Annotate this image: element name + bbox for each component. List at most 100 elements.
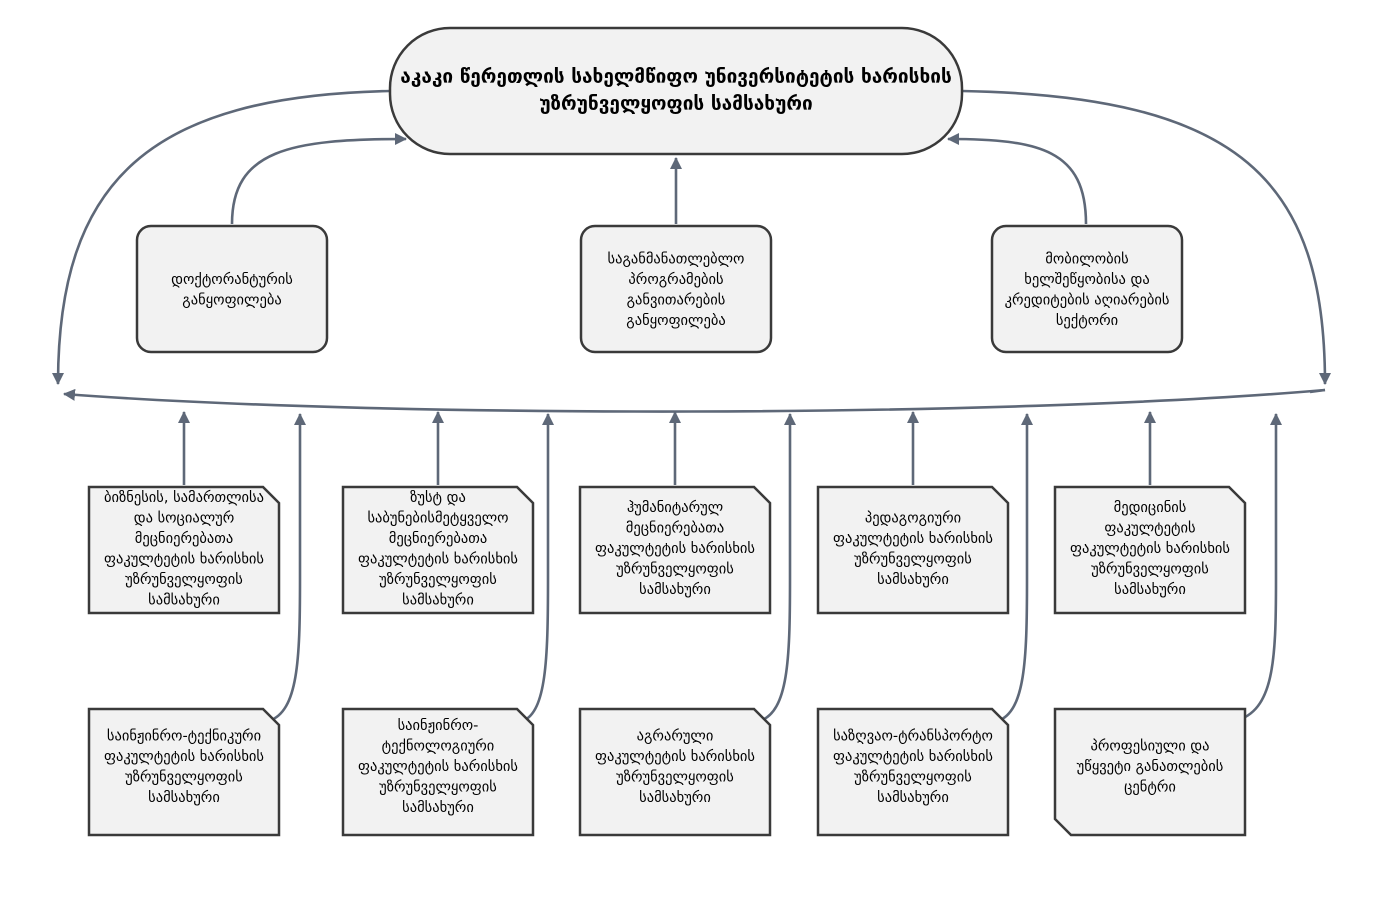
label-line: სამსახური [877, 571, 949, 588]
faculty-label: ჰუმანიტარულ მეცნიერებათა ფაკულტეტის ხარისხ… [595, 499, 755, 598]
main-collector-bus [63, 388, 1326, 413]
label-line: მეცნიერებათა [389, 530, 487, 547]
faculty-label: პროფესიული და უწყვეტი განათლების ცენტრი [1077, 738, 1224, 796]
label-line: მეცნიერებათა [135, 530, 233, 547]
label-line: სამსახური [877, 789, 949, 806]
faculty-node-vocational: პროფესიული და უწყვეტი განათლების ცენტრი [1053, 707, 1247, 837]
faculty-label: საზღვაო-ტრანსპორტო ფაკულტეტის ხარისხის უზრ… [833, 727, 993, 806]
label-line: უზრუნველყოფის [1091, 561, 1209, 578]
edge-doctoral-to-root [230, 133, 407, 225]
label-line: განყოფილება [626, 313, 725, 329]
label-line: და სოციალურ [134, 509, 235, 526]
label-line: საბუნებისმეტყველო [367, 510, 508, 526]
label-line: ფაკულტეტის ხარისხის [595, 748, 755, 765]
faculty-node-humanities: ჰუმანიტარულ მეცნიერებათა ფაკულტეტის ხარისხ… [578, 485, 772, 615]
faculty-label: მედიცინის ფაკულტეტის ფაკულტეტის ხარისხის უზ… [1070, 500, 1230, 598]
sector-node-programs: საგანმანათლებლო პროგრამების განვითარების გა… [579, 224, 773, 354]
label-line: ზუსტ და [410, 490, 466, 506]
edge-row2-3-to-bus [997, 413, 1033, 723]
label-line: სამსახური [148, 591, 220, 608]
connectors [52, 89, 1331, 723]
sector-node-doctoral: დოქტორანტურის განყოფილება [135, 224, 329, 354]
label-line: განყოფილება [182, 292, 281, 308]
faculty-label: ზუსტ და საბუნებისმეტყველო მეცნიერებათა ფაკუ… [358, 490, 518, 609]
edge-row2-2-to-bus [759, 413, 796, 723]
label-line: მედიცინის [1114, 500, 1187, 516]
label-line: საინჟინრო- [398, 717, 479, 734]
label-line: ფაკულტეტის ხარისხის [104, 748, 264, 765]
label-line: უზრუნველყოფის [379, 779, 497, 796]
label-line: სამსახური [639, 581, 711, 598]
edge-root-to-bus-right [961, 89, 1331, 385]
faculty-node-pedagogical: პედაგოგიური ფაკულტეტის ხარისხის უზრუნველყო… [816, 485, 1010, 615]
faculty-node-maritime: საზღვაო-ტრანსპორტო ფაკულტეტის ხარისხის უზრ… [816, 707, 1010, 837]
label-line: განვითარების [627, 291, 726, 308]
faculty-node-agrarian: აგრარული ფაკულტეტის ხარისხის უზრუნველყოფის… [578, 707, 772, 837]
label-line: ფაკულტეტის ხარისხის [358, 550, 518, 567]
faculty-node-exact: ზუსტ და საბუნებისმეტყველო მეცნიერებათა ფაკუ… [341, 485, 535, 615]
faculty-label: საინჟინრო-ტექნიკური ფაკულტეტის ხარისხის უზ… [104, 727, 264, 806]
label-line: ხელშეწყობისა და [1024, 272, 1149, 288]
label-line: უზრუნველყოფის სამსახური [539, 93, 812, 115]
label-line: სამსახური [1114, 581, 1186, 598]
edge-row2-1-to-bus [522, 413, 554, 723]
label-line: უზრუნველყოფის [854, 550, 972, 567]
label-line: სამსახური [402, 591, 474, 608]
label-line: უზრუნველყოფის [616, 768, 734, 785]
label-line: სამსახური [402, 799, 474, 816]
label-line: დოქტორანტურის [171, 271, 293, 288]
label-line: ფაკულტეტის ხარისხის [595, 540, 755, 557]
sector-label: საგანმანათლებლო პროგრამების განვითარების გა… [608, 251, 745, 329]
label-line: სექტორი [1056, 312, 1118, 329]
label-line: ფაკულტეტის ხარისხის [358, 758, 518, 775]
label-line: უზრუნველყოფის [616, 561, 734, 578]
label-line: მობილობის [1045, 251, 1128, 267]
label-line: ფაკულტეტის ხარისხის [1070, 540, 1230, 557]
root-node: აკაკი წერეთლის სახელმწიფო უნივერსიტეტის … [388, 26, 964, 156]
sector-node-mobility: მობილობის ხელშეწყობისა და კრედიტების აღიარ… [990, 224, 1184, 354]
faculty-node-medicine: მედიცინის ფაკულტეტის ფაკულტეტის ხარისხის უზ… [1053, 485, 1247, 615]
edge-root-to-bus-left [52, 89, 391, 385]
label-line: საგანმანათლებლო [608, 251, 745, 267]
label-line: ცენტრი [1124, 779, 1176, 796]
label-line: ფაკულტეტის [1104, 521, 1195, 537]
label-line: აგრარული [637, 727, 714, 744]
label-line: კრედიტების აღიარების [1005, 291, 1170, 308]
label-line: უზრუნველყოფის [854, 768, 972, 785]
label-line: საზღვაო-ტრანსპორტო [833, 727, 993, 744]
label-line: უზრუნველყოფის [125, 768, 243, 785]
label-line: ფაკულტეტის ხარისხის [833, 530, 993, 547]
nodes: დოქტორანტურის განყოფილება საგანმანათლებლო პ… [87, 224, 1247, 837]
root-label: აკაკი წერეთლის სახელმწიფო უნივერსიტეტის … [400, 66, 952, 115]
label-line: მეცნიერებათა [626, 520, 724, 537]
faculty-node-business: ბიზნესის, სამართლისა და სოციალურ მეცნიერებ… [87, 485, 281, 615]
edge-mobility-to-root [947, 133, 1088, 225]
faculty-label: საინჟინრო-ტექნოლოგიური ფაკულტეტის ხარისხი… [358, 717, 518, 816]
bus-right-cap [1309, 388, 1326, 394]
label-line: ბიზნესის, სამართლისა [104, 489, 264, 506]
label-line: პროგრამების [628, 271, 723, 288]
label-line: საინჟინრო-ტექნიკური [107, 727, 261, 744]
sector-label: დოქტორანტურის განყოფილება [171, 271, 293, 309]
edge-row2-0-to-bus [268, 413, 306, 723]
faculty-label: პედაგოგიური ფაკულტეტის ხარისხის უზრუნველყო… [833, 509, 993, 588]
edge-row2-4-to-bus [1234, 413, 1282, 723]
label-line: სამსახური [639, 789, 711, 806]
label-line: უზრუნველყოფის [379, 571, 497, 588]
sector-label: მობილობის ხელშეწყობისა და კრედიტების აღიარ… [1005, 251, 1170, 329]
label-line: უწყვეტი განათლების [1077, 759, 1224, 775]
faculty-node-engineering: საინჟინრო-ტექნიკური ფაკულტეტის ხარისხის უზ… [87, 707, 281, 837]
label-line: ჰუმანიტარულ [627, 499, 723, 516]
faculty-node-tech: საინჟინრო-ტექნოლოგიური ფაკულტეტის ხარისხი… [341, 707, 535, 837]
label-line: ფაკულტეტის ხარისხის [833, 748, 993, 765]
label-line: პროფესიული და [1090, 738, 1209, 755]
faculty-label: აგრარული ფაკულტეტის ხარისხის უზრუნველყოფის… [595, 727, 755, 806]
label-line: ტექნოლოგიური [382, 738, 495, 755]
label-line: პედაგოგიური [865, 509, 961, 526]
label-line: აკაკი წერეთლის სახელმწიფო უნივერსიტეტის … [400, 66, 952, 88]
label-line: უზრუნველყოფის [125, 571, 243, 588]
label-line: სამსახური [148, 789, 220, 806]
label-line: ფაკულტეტის ხარისხის [104, 550, 264, 567]
faculty-label: ბიზნესის, სამართლისა და სოციალურ მეცნიერებ… [104, 489, 264, 609]
